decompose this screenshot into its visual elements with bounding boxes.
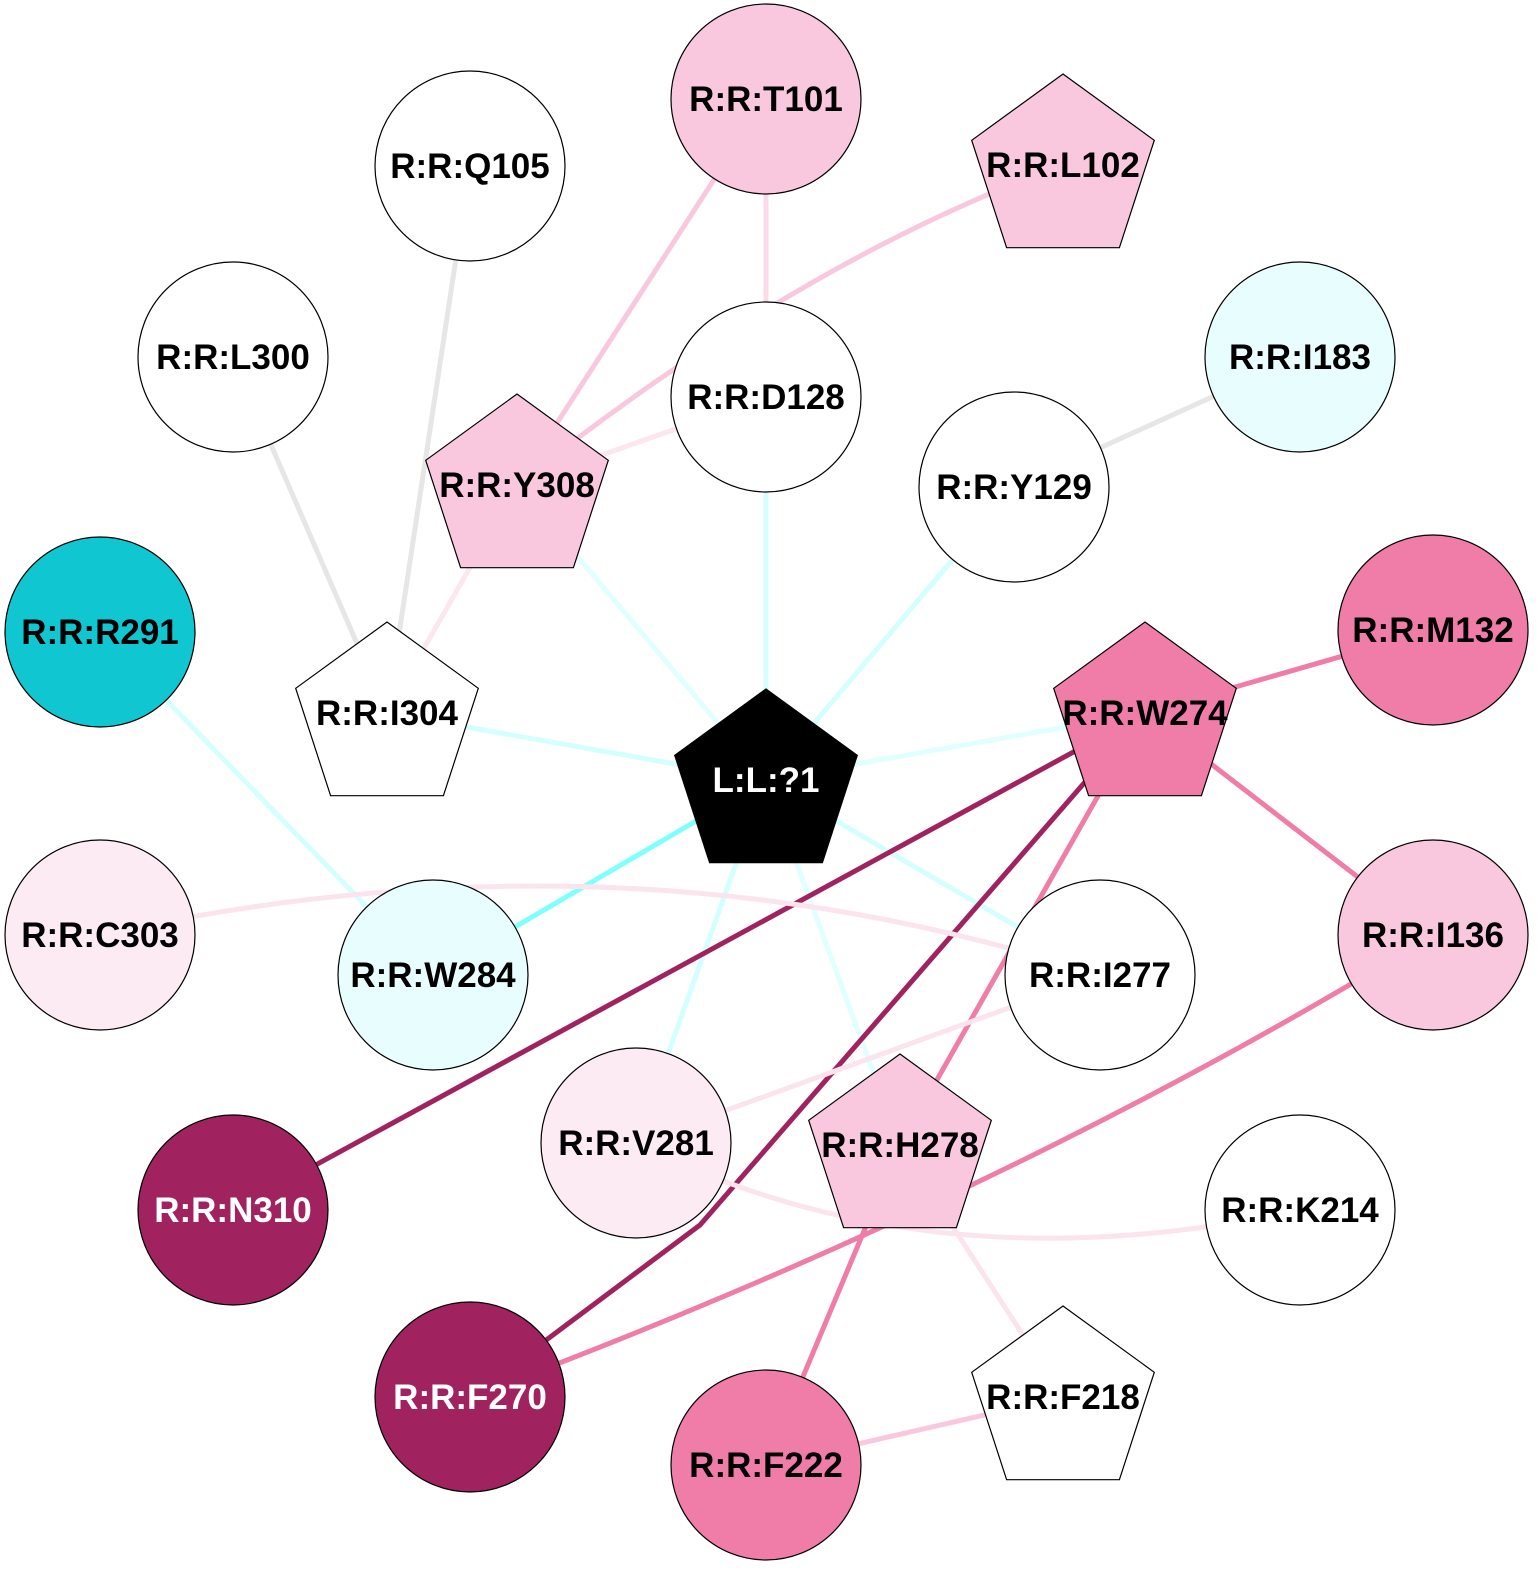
node-label: R:R:H278: [821, 1126, 979, 1165]
node-label: R:R:L102: [986, 146, 1140, 185]
node-label: R:R:I136: [1362, 916, 1504, 955]
node-label: R:R:W284: [350, 956, 516, 995]
node-f222[interactable]: R:R:F222: [670, 1369, 862, 1561]
node-f270[interactable]: R:R:F270: [374, 1301, 566, 1493]
node-n310[interactable]: R:R:N310: [137, 1114, 329, 1306]
node-label: R:R:Y129: [936, 468, 1092, 507]
node-t101[interactable]: R:R:T101: [670, 3, 862, 195]
node-label: R:R:V281: [558, 1124, 714, 1163]
node-label: R:R:L300: [156, 338, 310, 377]
node-label: R:R:R291: [21, 613, 179, 652]
node-q105[interactable]: R:R:Q105: [374, 70, 566, 262]
node-label: R:R:I304: [316, 694, 459, 733]
node-l1[interactable]: L:L:?1: [673, 688, 859, 864]
node-label: R:R:D128: [687, 378, 845, 417]
node-circle-shape: [1204, 261, 1396, 453]
node-label: R:R:I277: [1029, 956, 1171, 995]
node-circle-shape: [1337, 534, 1529, 726]
node-y308[interactable]: R:R:Y308: [424, 393, 610, 569]
node-l300[interactable]: R:R:L300: [137, 261, 329, 453]
node-label: R:R:C303: [21, 916, 179, 955]
node-label: R:R:F218: [986, 1378, 1140, 1417]
node-circle-shape: [374, 1301, 566, 1493]
node-label: R:R:K214: [1221, 1191, 1379, 1230]
node-circle-shape: [137, 1114, 329, 1306]
node-circle-shape: [4, 536, 196, 728]
node-circle-shape: [137, 261, 329, 453]
node-label: R:R:T101: [689, 80, 843, 119]
edge-w274-f270: [468, 711, 1147, 1400]
node-label: R:R:M132: [1352, 611, 1513, 650]
node-circle-shape: [670, 1369, 862, 1561]
node-i136[interactable]: R:R:I136: [1337, 839, 1529, 1031]
node-pentagon-shape: [970, 1305, 1156, 1481]
node-pentagon-shape: [294, 621, 480, 797]
node-l102[interactable]: R:R:L102: [970, 73, 1156, 249]
node-circle-shape: [670, 3, 862, 195]
node-circle-shape: [337, 879, 529, 1071]
node-circle-shape: [1337, 839, 1529, 1031]
node-pentagon-shape: [673, 688, 859, 864]
node-circle-shape: [1204, 1114, 1396, 1306]
node-label: R:R:W274: [1062, 694, 1228, 733]
node-circle-shape: [1004, 879, 1196, 1071]
node-i183[interactable]: R:R:I183: [1204, 261, 1396, 453]
node-pentagon-shape: [1052, 621, 1238, 797]
node-label: R:R:N310: [154, 1191, 312, 1230]
node-pentagon-shape: [807, 1053, 993, 1229]
node-w284[interactable]: R:R:W284: [337, 879, 529, 1071]
node-label: L:L:?1: [713, 761, 820, 800]
node-label: R:R:Q105: [390, 147, 549, 186]
node-pentagon-shape: [424, 393, 610, 569]
node-label: R:R:F270: [393, 1378, 547, 1417]
node-pentagon-shape: [970, 73, 1156, 249]
node-circle-shape: [4, 839, 196, 1031]
node-k214[interactable]: R:R:K214: [1204, 1114, 1396, 1306]
node-circle-shape: [540, 1047, 732, 1239]
node-f218[interactable]: R:R:F218: [970, 1305, 1156, 1481]
node-w274[interactable]: R:R:W274: [1052, 621, 1238, 797]
node-label: R:R:F222: [689, 1446, 843, 1485]
node-label: R:R:Y308: [439, 466, 595, 505]
node-label: R:R:I183: [1229, 338, 1371, 377]
node-h278[interactable]: R:R:H278: [807, 1053, 993, 1229]
edge-w274-n310: [231, 710, 1147, 1213]
node-m132[interactable]: R:R:M132: [1337, 534, 1529, 726]
node-circle-shape: [918, 391, 1110, 583]
node-i304[interactable]: R:R:I304: [294, 621, 480, 797]
edge-c303-i277: [99, 883, 1101, 978]
edge-l102-y308: [515, 162, 1064, 487]
node-v281[interactable]: R:R:V281: [540, 1047, 732, 1239]
edge-i136-f270: [469, 932, 1435, 1400]
node-r291[interactable]: R:R:R291: [4, 536, 196, 728]
node-circle-shape: [670, 301, 862, 493]
node-i277[interactable]: R:R:I277: [1004, 879, 1196, 1071]
node-d128[interactable]: R:R:D128: [670, 301, 862, 493]
node-c303[interactable]: R:R:C303: [4, 839, 196, 1031]
node-circle-shape: [374, 70, 566, 262]
node-y129[interactable]: R:R:Y129: [918, 391, 1110, 583]
